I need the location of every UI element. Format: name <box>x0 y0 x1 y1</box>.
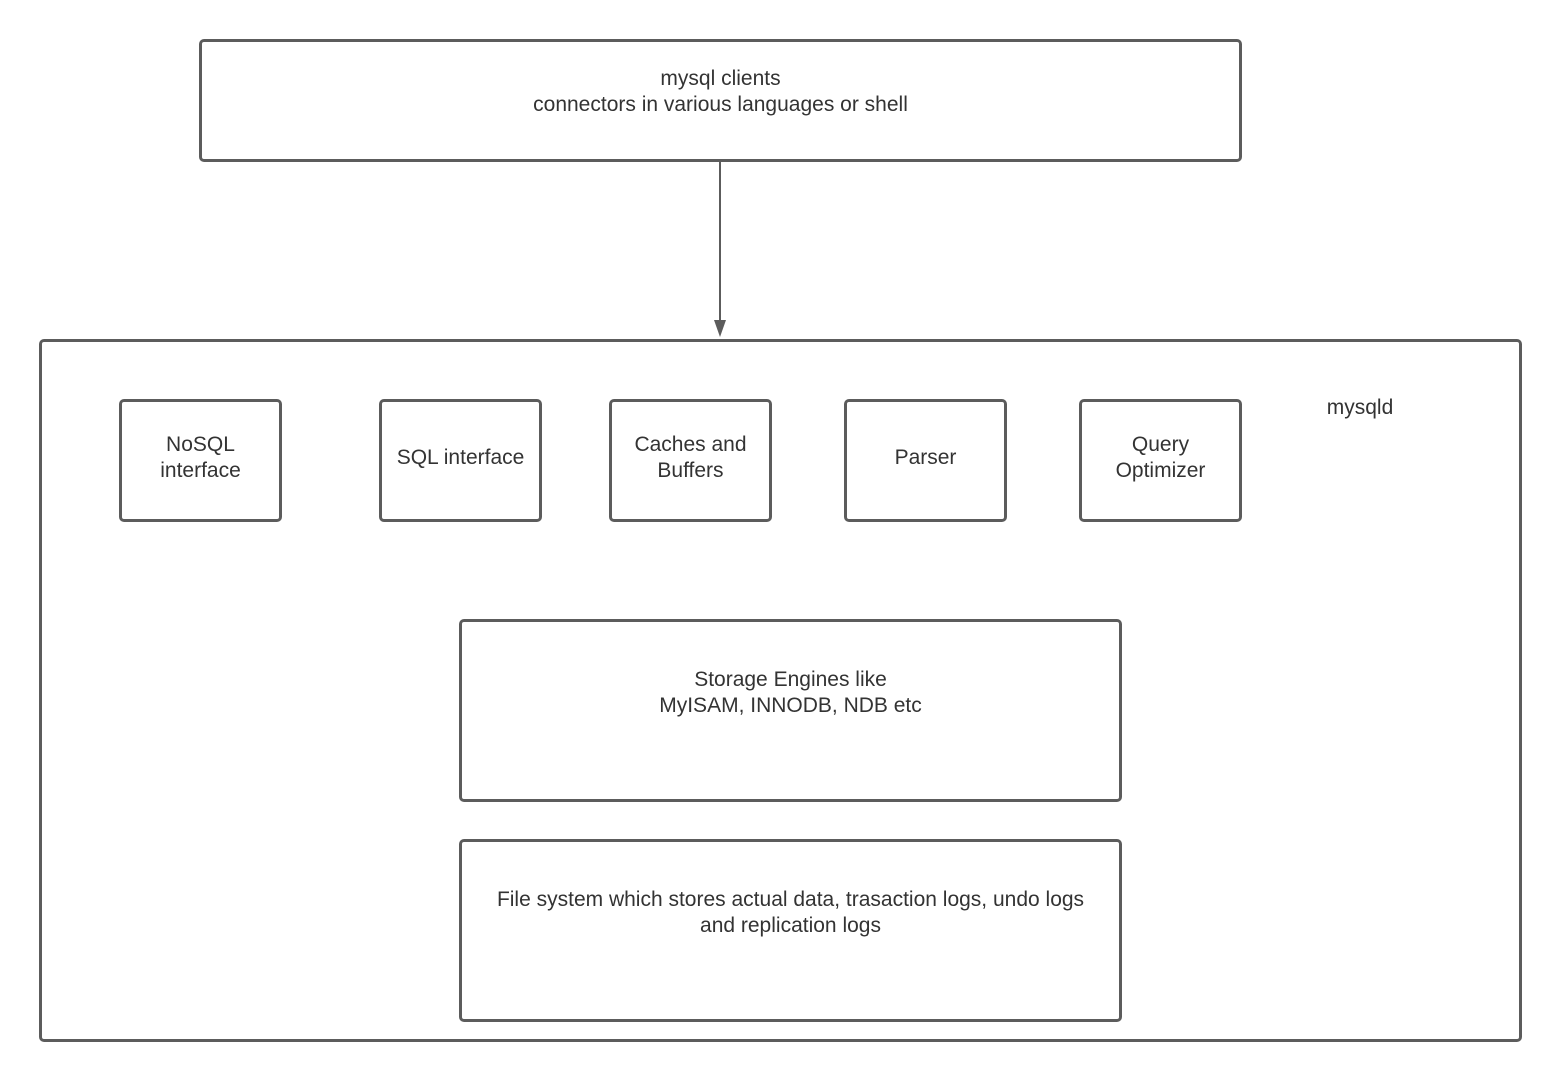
sql-interface-box: SQL interface <box>379 399 542 522</box>
mysqld-label: mysqld <box>1326 396 1394 419</box>
mysql-clients-box: mysql clients connectors in various lang… <box>199 39 1242 162</box>
file-system-label: File system which stores actual data, tr… <box>496 887 1085 937</box>
caches-buffers-label: Caches and Buffers <box>634 432 747 482</box>
nosql-interface-box: NoSQL interface <box>119 399 282 522</box>
arrow-head <box>714 320 726 337</box>
sql-interface-label: SQL interface <box>396 445 525 469</box>
query-optimizer-box: Query Optimizer <box>1079 399 1242 522</box>
parser-label: Parser <box>894 445 957 469</box>
file-system-box: File system which stores actual data, tr… <box>459 839 1122 1022</box>
caches-buffers-box: Caches and Buffers <box>609 399 772 522</box>
storage-engines-box: Storage Engines like MyISAM, INNODB, NDB… <box>459 619 1122 802</box>
parser-box: Parser <box>844 399 1007 522</box>
mysql-clients-label: mysql clients connectors in various lang… <box>533 66 908 116</box>
nosql-interface-label: NoSQL interface <box>160 432 241 482</box>
query-optimizer-label: Query Optimizer <box>1115 432 1206 482</box>
storage-engines-label: Storage Engines like MyISAM, INNODB, NDB… <box>659 667 922 717</box>
